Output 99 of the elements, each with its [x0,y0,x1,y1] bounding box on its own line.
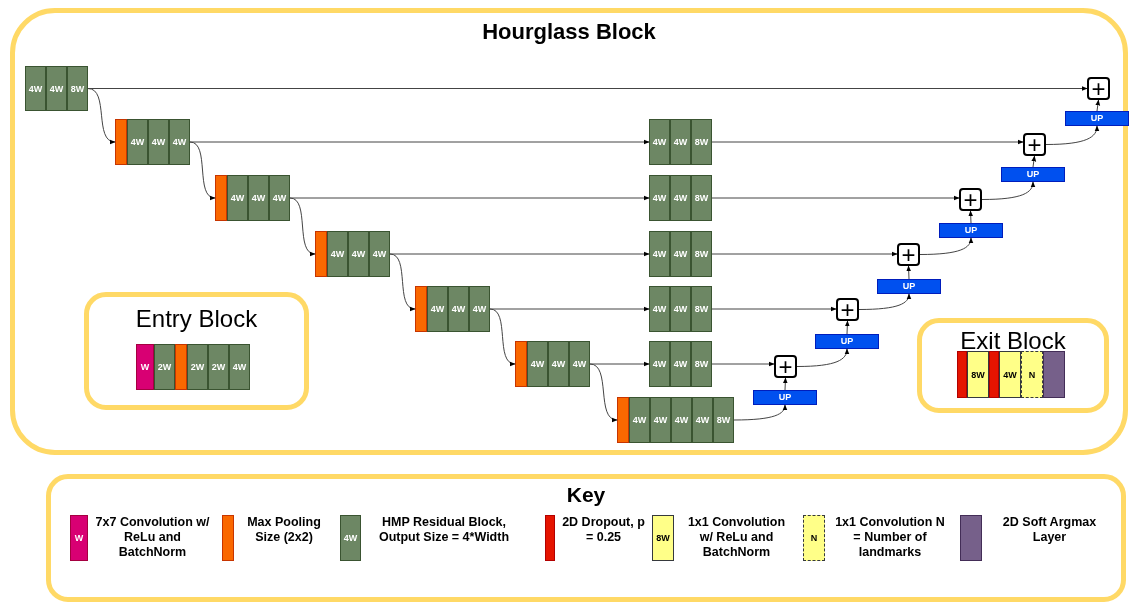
residual-block: 8W [691,341,712,387]
residual-block: 4W [25,66,46,111]
residual-block: 4W [348,231,369,277]
residual-block: 4W [248,175,269,221]
block-title: Entry Block [134,305,259,333]
residual-block: 8W [691,231,712,277]
node-label: 2D Soft Argmax Layer [1001,515,1098,545]
arrow [589,361,650,367]
residual-block: 2W [187,344,208,390]
arrow [782,377,788,391]
residual-block: 4W [649,286,670,332]
arrow [711,139,1024,145]
arrow [1045,125,1099,145]
residual-block: 2W [154,344,175,390]
sum-node: + [1087,77,1110,100]
upsample-box: UP [939,223,1003,238]
arrow [711,251,898,257]
block-frame [10,8,1128,455]
residual-block: 4W [649,231,670,277]
arrow [1095,99,1101,112]
block-frame [46,474,1126,602]
upsample-box: UP [877,279,941,294]
residual-block: 4W [448,286,469,332]
sum-node: + [836,298,859,321]
arrow [711,361,775,367]
arrow [389,251,650,257]
residual-block: 4W [227,175,248,221]
residual-block: 8W [691,286,712,332]
upsample-box: UP [753,390,817,405]
node-label: Max Pooling Size (2x2) [246,515,322,545]
arrow [981,181,1035,200]
residual-block: 4W [340,515,361,561]
residual-block: 4W [569,341,590,387]
convolution-block: N [803,515,825,561]
residual-block: 4W [670,286,691,332]
residual-block: 8W [713,397,734,443]
residual-block: 8W [67,66,88,111]
residual-block: 2W [208,344,229,390]
residual-block: 4W [670,231,691,277]
residual-block: 4W [369,231,390,277]
arrow [489,306,650,312]
arrow [1031,155,1037,168]
arrow [87,86,1088,91]
residual-block: 4W [127,119,148,165]
residual-block: 4W [427,286,448,332]
residual-block: 8W [691,119,712,165]
convolution-block: 4W [999,351,1021,398]
residual-block: 4W [169,119,190,165]
residual-block: 4W [649,175,670,221]
upsample-box: UP [1001,167,1065,182]
arrow [733,404,787,421]
residual-block: 4W [670,341,691,387]
residual-block: 4W [671,397,692,443]
residual-block: 4W [692,397,713,443]
node-label: 7x7 Convolution w/ ReLu and BatchNorm [95,515,210,560]
residual-block: 8W [691,175,712,221]
convolution-block: W [70,515,88,561]
residual-block: 4W [670,175,691,221]
arrow [858,293,911,310]
sum-node: + [959,188,982,211]
residual-block: 4W [649,341,670,387]
arrow [844,320,850,335]
upsample-box: UP [1065,111,1129,126]
arrow [289,195,650,201]
arrow [906,265,912,280]
block-frame [917,318,1109,413]
convolution-block: N [1021,351,1043,398]
sum-node: + [1023,133,1046,156]
residual-block: 4W [548,341,569,387]
node-label: 1x1 Convolution w/ ReLu and BatchNorm [686,515,787,560]
sum-node: + [897,243,920,266]
residual-block: 4W [629,397,650,443]
arrow [189,139,650,145]
residual-block: 4W [469,286,490,332]
sum-node: + [774,355,797,378]
arrow [711,306,837,312]
node-label: 1x1 Convolution N = Number of landmarks [834,515,946,560]
convolution-block: W [136,344,154,390]
residual-block: 4W [46,66,67,111]
residual-block: 4W [649,119,670,165]
residual-block: 4W [527,341,548,387]
residual-block: 4W [670,119,691,165]
arrow [919,237,973,255]
arrow [711,195,960,201]
residual-block: 4W [269,175,290,221]
block-title: Hourglass Block [481,19,657,45]
convolution-block: 8W [967,351,989,398]
residual-block: 4W [650,397,671,443]
upsample-box: UP [815,334,879,349]
node-label: HMP Residual Block, Output Size = 4*Width [377,515,511,545]
convolution-block: 8W [652,515,674,561]
node-label: 2D Dropout, p = 0.25 [562,515,645,545]
residual-block: 4W [229,344,250,390]
residual-block: 4W [148,119,169,165]
arrow [968,210,974,224]
arrow [796,348,849,367]
block-frame [84,292,309,410]
residual-block: 4W [327,231,348,277]
key-title: Key [565,483,607,507]
